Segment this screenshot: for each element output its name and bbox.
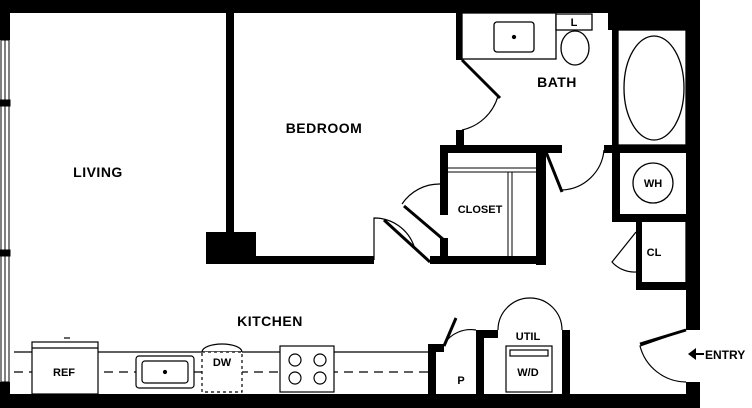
closet-door-swing — [401, 183, 441, 205]
column-block — [206, 232, 256, 264]
wall-left-top — [0, 0, 10, 40]
ref-label: REF — [53, 367, 75, 379]
bath-door-leaf — [460, 58, 502, 100]
wall-closet-left — [440, 145, 448, 215]
wall-top-bedroom — [226, 0, 456, 13]
wh-label: WH — [644, 178, 662, 190]
burner-icon-4 — [313, 371, 327, 385]
toilet-bowl-icon — [560, 30, 590, 66]
closet-shelving — [448, 167, 536, 256]
wall-util-right — [562, 330, 570, 396]
cl-door-swing — [611, 231, 637, 273]
wall-cl-left — [636, 222, 642, 282]
windows-left — [0, 39, 11, 383]
hall-door-swing — [545, 149, 605, 191]
pantry-door-leaf — [442, 317, 458, 347]
kitchen-counter — [14, 337, 428, 395]
burner-icon-1 — [288, 353, 302, 367]
water-heater-icon — [632, 162, 674, 204]
wall-wh-left — [612, 145, 620, 220]
washer-dryer-panel — [509, 349, 549, 357]
burner-icon-2 — [313, 353, 327, 367]
util-door-swing-left — [497, 297, 531, 331]
bedroom-slider — [227, 50, 233, 230]
window-mullion-2 — [0, 249, 11, 257]
dw-label: DW — [213, 357, 232, 369]
window-mullion-1 — [0, 99, 11, 107]
wall-top-bath — [456, 0, 616, 13]
bath-door-swing — [461, 59, 499, 131]
burner-icon-3 — [288, 371, 302, 385]
bedroom-label: BEDROOM — [286, 120, 363, 136]
closet-door-leaf — [403, 204, 445, 242]
wall-bath-left-upper — [456, 0, 462, 60]
wall-pantry-top-left — [428, 344, 444, 352]
bathtub-basin-icon — [623, 35, 685, 141]
bath-label: BATH — [537, 74, 577, 90]
wall-bottom — [0, 394, 700, 408]
bath-fixtures — [461, 12, 687, 282]
refrigerator — [31, 341, 99, 395]
wall-tub-left — [612, 30, 618, 150]
wall-closet-bottom — [430, 256, 546, 264]
hall-door-leaf — [544, 151, 564, 193]
wall-bath-bottom-stub — [546, 145, 562, 153]
entry-label: ENTRY — [705, 348, 745, 362]
bedroom-door-leaf — [382, 218, 432, 264]
cl-label: CL — [647, 247, 662, 259]
wall-bedroom-bottom — [256, 256, 374, 264]
doors — [373, 58, 687, 383]
wall-pantry-right — [476, 330, 484, 396]
dishwasher-swing — [201, 343, 243, 353]
wall-right-lower — [686, 382, 700, 408]
sink-drain — [511, 34, 517, 40]
kitchen-sink-drain — [162, 369, 168, 375]
wall-pantry-left — [428, 344, 436, 396]
wall-top-left — [0, 0, 226, 13]
wall-closet-top — [440, 145, 546, 153]
lav-label: L — [571, 17, 578, 29]
wd-label: W/D — [517, 367, 538, 379]
laundry — [505, 345, 553, 393]
wall-top-right — [608, 0, 700, 30]
wall-bath-bottom-right — [604, 145, 686, 153]
util-label: UTIL — [516, 331, 541, 343]
wall-util-top-left — [484, 330, 498, 338]
walls — [0, 0, 700, 408]
wall-closet-left-lower — [440, 238, 448, 264]
wall-bath-left-lower — [456, 130, 464, 152]
arrow-left-icon — [688, 348, 704, 360]
toilet-tank — [555, 13, 593, 31]
wall-wh-bottom — [612, 214, 686, 222]
wall-right-upper — [686, 0, 700, 330]
entry-door-leaf — [639, 328, 687, 346]
pantry-label: P — [457, 375, 464, 387]
wall-bedroom-left — [226, 13, 234, 233]
kitchen-label: KITCHEN — [237, 313, 303, 329]
range — [279, 345, 335, 393]
room-labels: LIVING BEDROOM BATH CLOSET KITCHEN L WH … — [53, 17, 745, 387]
closet-label: CLOSET — [458, 204, 503, 216]
wall-cl-bottom — [636, 282, 686, 290]
wall-closet-right — [536, 145, 546, 265]
util-door-swing-right — [529, 297, 563, 331]
dishwasher — [201, 351, 243, 393]
bedroom-door-swing — [373, 217, 415, 260]
living-label: LIVING — [73, 164, 123, 180]
entry-door-swing — [639, 329, 687, 383]
